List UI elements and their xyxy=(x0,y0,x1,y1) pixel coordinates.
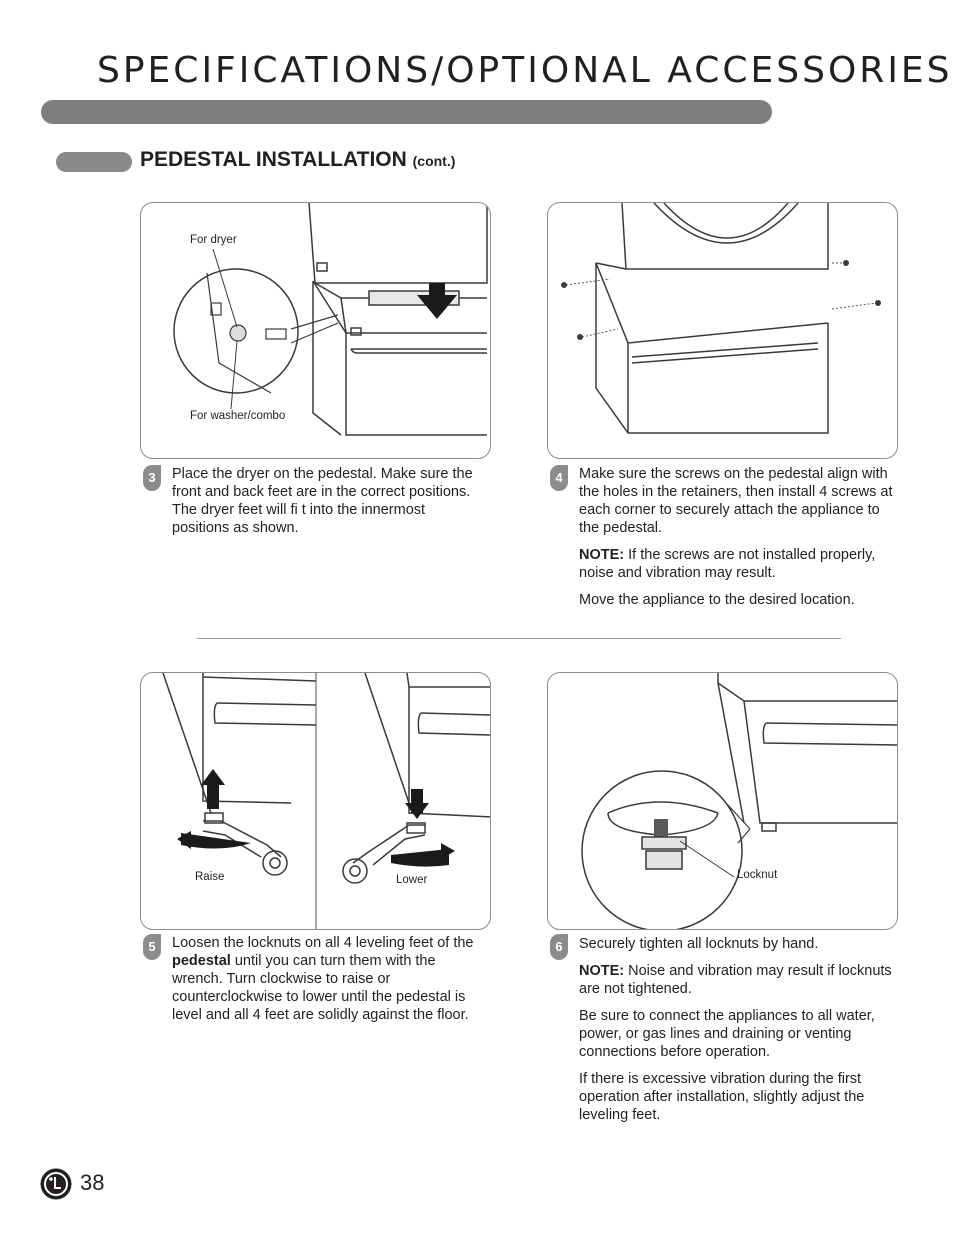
step-5-text-bold: pedestal xyxy=(172,953,231,969)
step-6-note: NOTE: Noise and vibration may result if … xyxy=(579,962,897,998)
dryer-on-pedestal-drawing xyxy=(173,203,488,436)
locknut-drawing xyxy=(581,673,897,929)
page-title: SPECIFICATIONS/OPTIONAL ACCESSORIES xyxy=(97,50,953,91)
step-6-text: Securely tighten all locknuts by hand. N… xyxy=(579,935,897,1133)
section-divider xyxy=(197,638,841,639)
step-3-paragraph: Place the dryer on the pedestal. Make su… xyxy=(172,466,473,536)
page-number: 38 xyxy=(80,1170,105,1195)
step-6-note-label: NOTE: xyxy=(579,963,625,979)
section-title-text: PEDESTAL INSTALLATION xyxy=(140,148,407,171)
step-6-paragraph: Securely tighten all locknuts by hand. xyxy=(579,936,819,952)
step-6-illustration: Locknut xyxy=(547,672,898,930)
step-5-paragraph: Loosen the locknuts on all 4 leveling fe… xyxy=(172,934,490,1024)
step-6-badge: 6 xyxy=(550,934,568,960)
label-lower: Lower xyxy=(396,874,428,886)
title-bar xyxy=(41,100,772,124)
screw-installation-drawing xyxy=(561,203,881,434)
step-4-badge: 4 xyxy=(550,465,568,491)
step-4-text: Make sure the screws on the pedestal ali… xyxy=(579,465,897,618)
label-for-washer-combo: For washer/combo xyxy=(190,410,286,422)
label-raise: Raise xyxy=(195,871,225,883)
step-4-note-label: NOTE: xyxy=(579,547,625,563)
section-title-suffix: (cont.) xyxy=(412,153,456,169)
step-4-note: NOTE: If the screws are not installed pr… xyxy=(579,546,897,582)
step-4-note-text: If the screws are not installed properly… xyxy=(579,547,876,581)
step-4-extra: Move the appliance to the desired locati… xyxy=(579,592,855,608)
label-locknut: Locknut xyxy=(737,869,778,881)
step-6-extra-1: Be sure to connect the appliances to all… xyxy=(579,1008,875,1060)
leveling-wrench-drawing xyxy=(162,673,490,929)
step-3-badge: 3 xyxy=(143,465,161,491)
step-4-paragraph: Make sure the screws on the pedestal ali… xyxy=(579,466,893,536)
label-for-dryer: For dryer xyxy=(190,234,237,246)
step-5-text-before: Loosen the locknuts on all 4 leveling fe… xyxy=(172,935,474,951)
step-3-illustration: For dryer For washer/combo xyxy=(140,202,491,459)
step-3-text: Place the dryer on the pedestal. Make su… xyxy=(172,465,482,546)
step-5-illustration: Raise Lower xyxy=(140,672,491,930)
step-5-badge: 5 xyxy=(143,934,161,960)
lg-logo-icon xyxy=(40,1168,72,1200)
step-6-note-text: Noise and vibration may result if locknu… xyxy=(579,963,892,997)
section-title: PEDESTAL INSTALLATION (cont.) xyxy=(140,148,455,172)
step-5-text: Loosen the locknuts on all 4 leveling fe… xyxy=(172,934,490,1033)
step-4-illustration xyxy=(547,202,898,459)
step-6-extra-2: If there is excessive vibration during t… xyxy=(579,1071,865,1123)
step-5-text-after: until you can turn them with the wrench.… xyxy=(172,953,469,1023)
section-pill xyxy=(56,152,132,172)
